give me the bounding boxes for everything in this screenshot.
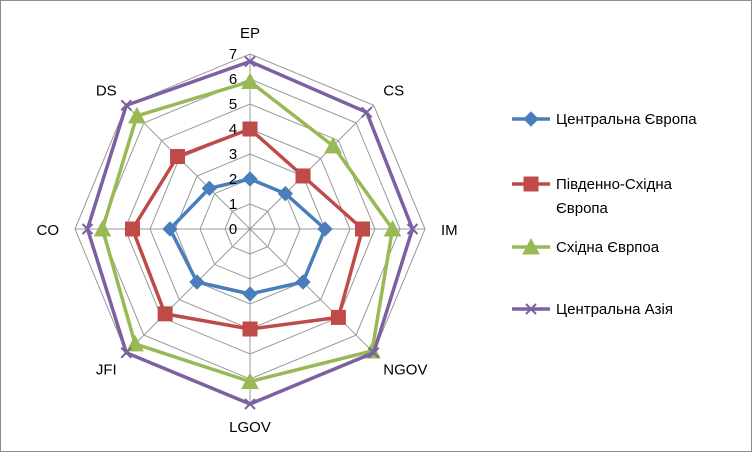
radar-axis-labels: EP CS IM NGOV LGOV JFI CO DS xyxy=(37,25,458,436)
series-4-point-cs xyxy=(360,106,373,119)
series-2 xyxy=(125,121,370,337)
tick-label-2: 2 xyxy=(229,171,237,188)
series-1-point-ds xyxy=(201,180,218,197)
tick-label-5: 5 xyxy=(229,96,237,113)
series-4-point-ds xyxy=(120,99,132,111)
series-1-point-im xyxy=(317,221,333,237)
spoke-jfi xyxy=(125,228,251,354)
legend-marker-2 xyxy=(523,176,539,192)
axis-label-ep: EP xyxy=(240,25,260,42)
series-2-point-jfi xyxy=(157,306,173,322)
series-4-point-ep xyxy=(244,55,256,68)
spoke-ds xyxy=(125,104,251,230)
series-2-point-im xyxy=(355,221,370,237)
series-3-point-jfi xyxy=(126,334,144,352)
legend-marker-1 xyxy=(523,111,539,127)
legend-marker-3 xyxy=(522,237,540,255)
axis-label-co: CO xyxy=(37,222,60,239)
legend-label-3: Східна Єврпоа xyxy=(556,239,660,256)
legend-label-4: Центральна Азія xyxy=(556,301,673,318)
legend-label-1: Центральна Європа xyxy=(556,111,697,128)
radar-tick-labels: 0 1 2 3 4 5 6 7 xyxy=(229,46,237,238)
legend-entry-4: Центральна Азія xyxy=(512,301,673,318)
series-3-point-co xyxy=(93,219,112,237)
series-2-point-ds xyxy=(170,149,186,165)
series-4 xyxy=(81,55,419,410)
series-1-point-lgov xyxy=(242,286,258,302)
series-2-point-ngov xyxy=(330,309,346,325)
spoke-ngov xyxy=(249,228,375,354)
tick-label-3: 3 xyxy=(229,146,237,163)
series-2-point-lgov xyxy=(242,321,258,337)
series-4-point-ngov xyxy=(368,347,380,359)
legend-marker-4 xyxy=(525,303,537,315)
axis-label-cs: CS xyxy=(383,83,404,100)
tick-label-4: 4 xyxy=(229,121,237,138)
axis-label-jfi: JFI xyxy=(96,361,117,378)
axis-label-ngov: NGOV xyxy=(383,361,427,378)
axis-label-ds: DS xyxy=(96,83,117,100)
series-1-point-ngov xyxy=(295,274,311,290)
tick-label-1: 1 xyxy=(229,196,237,213)
legend-entry-1: Центральна Європа xyxy=(512,111,697,128)
series-1-point-cs xyxy=(277,185,294,202)
series-3-point-ep xyxy=(241,72,259,89)
tick-label-6: 6 xyxy=(229,71,237,88)
series-3-point-cs xyxy=(324,136,342,154)
tick-label-0: 0 xyxy=(229,221,237,238)
legend-entry-3: Східна Єврпоа xyxy=(512,237,660,256)
series-4-point-jfi xyxy=(120,347,132,359)
axis-label-lgov: LGOV xyxy=(229,419,271,436)
series-2-point-cs xyxy=(295,168,311,184)
series-1-point-jfi xyxy=(189,274,205,290)
series-4-point-co xyxy=(81,223,94,235)
series-2-point-co xyxy=(125,221,140,237)
series-4-point-im xyxy=(406,223,419,235)
axis-label-im: IM xyxy=(441,222,458,239)
series-3-point-ds xyxy=(128,106,146,124)
series-4-point-lgov xyxy=(244,398,256,410)
radar-series xyxy=(81,55,419,410)
spoke-cs xyxy=(249,104,375,230)
series-3-point-lgov xyxy=(241,372,259,389)
tick-label-7: 7 xyxy=(229,46,237,63)
series-3-point-im xyxy=(383,219,402,237)
series-1 xyxy=(162,171,333,302)
series-1-point-co xyxy=(162,221,178,237)
series-2-point-ep xyxy=(242,121,258,137)
series-1-point-ep xyxy=(242,171,258,187)
